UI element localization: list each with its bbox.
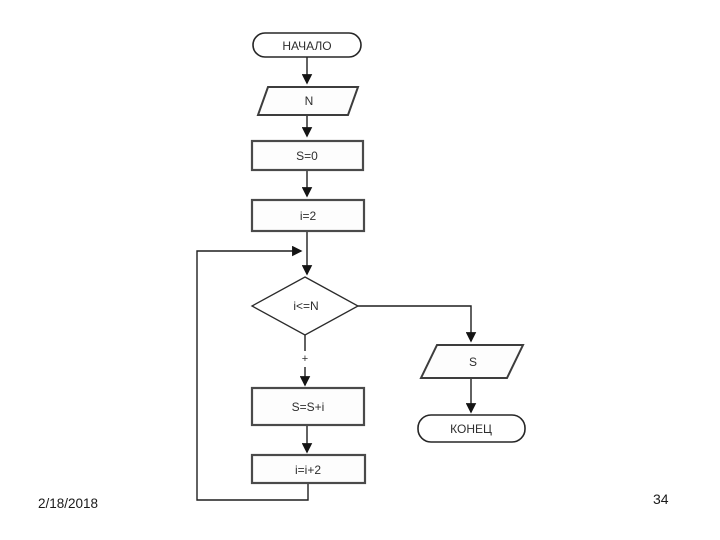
flowchart-node-increment <box>250 453 367 485</box>
flowchart-node-condition-label: i<=N <box>293 299 318 313</box>
slide-page-number: 34 <box>653 491 669 507</box>
connector-loop-back <box>196 245 309 501</box>
flowchart-node-input-label: N <box>305 94 314 108</box>
connector-condition-false-to-output <box>358 305 477 343</box>
flowchart-node-end <box>417 414 526 443</box>
flowchart-node-init-sum <box>250 139 365 172</box>
flowchart-node-init-counter <box>250 198 366 233</box>
flowchart-node-accumulate-label: S=S+i <box>292 400 325 414</box>
flowchart-node-output-label: S <box>469 355 477 369</box>
flowchart-node-start-label: НАЧАЛО <box>282 39 331 53</box>
flowchart-node-init-sum-label: S=0 <box>296 149 318 163</box>
flowchart-node-start <box>252 32 362 58</box>
flowchart-node-output <box>419 344 525 379</box>
flowchart-node-condition <box>250 276 360 336</box>
slide-date: 2/18/2018 <box>38 496 99 511</box>
flowchart-node-end-label: КОНЕЦ <box>450 422 492 436</box>
flowchart-node-accumulate <box>250 386 366 427</box>
flowchart-node-init-counter-label: i=2 <box>300 209 317 223</box>
flowchart-node-input <box>256 86 360 116</box>
flowchart-node-increment-label: i=i+2 <box>295 463 321 477</box>
flowchart-branch-true-label: + <box>302 353 308 365</box>
